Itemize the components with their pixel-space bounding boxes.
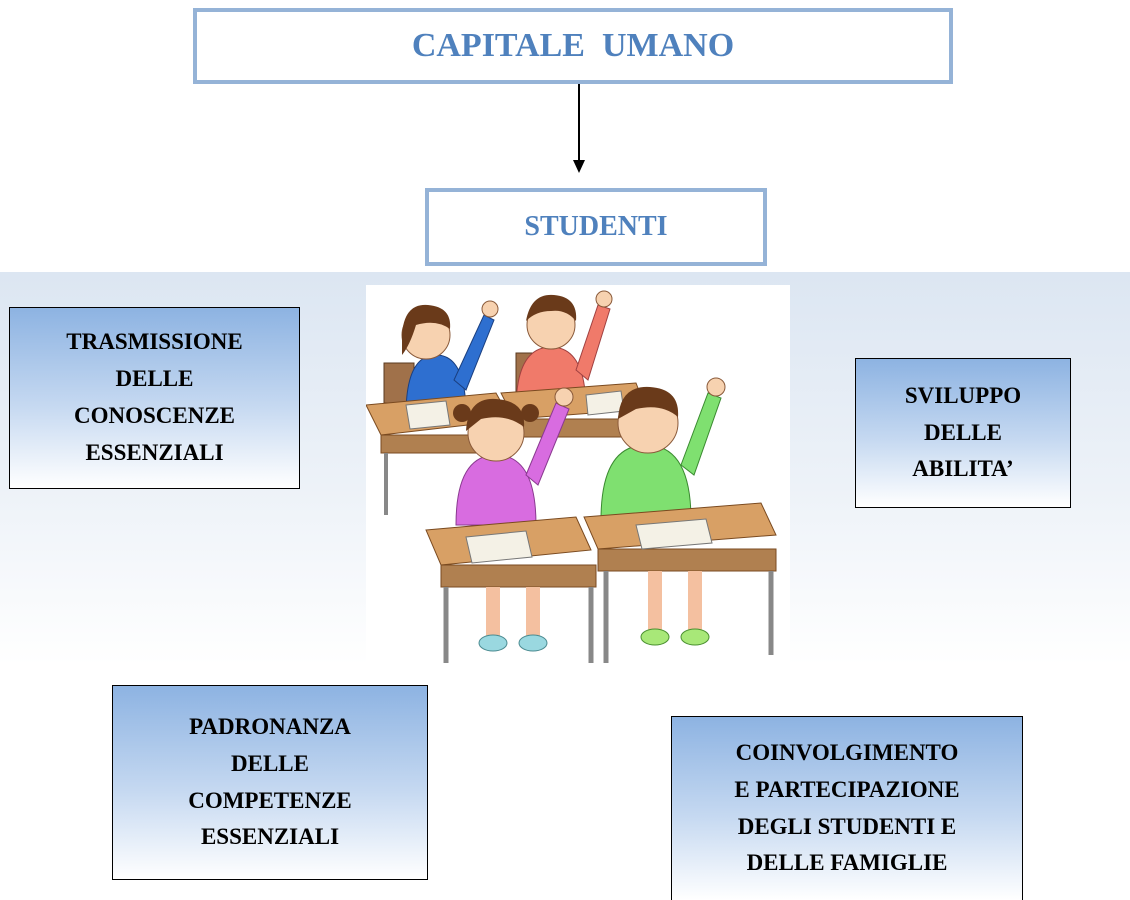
classroom-illustration [366, 285, 790, 675]
box-padronanza: PADRONANZA DELLE COMPETENZE ESSENZIALI [112, 685, 428, 880]
students-classroom-icon [366, 290, 777, 663]
box-trasmissione-text: TRASMISSIONE DELLE CONOSCENZE ESSENZIALI [66, 329, 243, 465]
box-sviluppo: SVILUPPO DELLE ABILITA’ [855, 358, 1071, 508]
box-coinvolgimento-text: COINVOLGIMENTO E PARTECIPAZIONE DEGLI ST… [734, 739, 960, 876]
subtitle-box: STUDENTI [425, 188, 767, 266]
box-coinvolgimento: COINVOLGIMENTO E PARTECIPAZIONE DEGLI ST… [671, 716, 1023, 900]
box-trasmissione: TRASMISSIONE DELLE CONOSCENZE ESSENZIALI [9, 307, 300, 489]
box-sviluppo-text: SVILUPPO DELLE ABILITA’ [904, 382, 1022, 482]
arrow-connector [578, 84, 580, 162]
title-text: CAPITALE UMANO [411, 27, 735, 64]
box-padronanza-text: PADRONANZA DELLE COMPETENZE ESSENZIALI [188, 713, 352, 850]
subtitle-text: STUDENTI [524, 211, 668, 242]
title-box: CAPITALE UMANO [193, 8, 953, 84]
arrow-head-icon [573, 160, 585, 173]
